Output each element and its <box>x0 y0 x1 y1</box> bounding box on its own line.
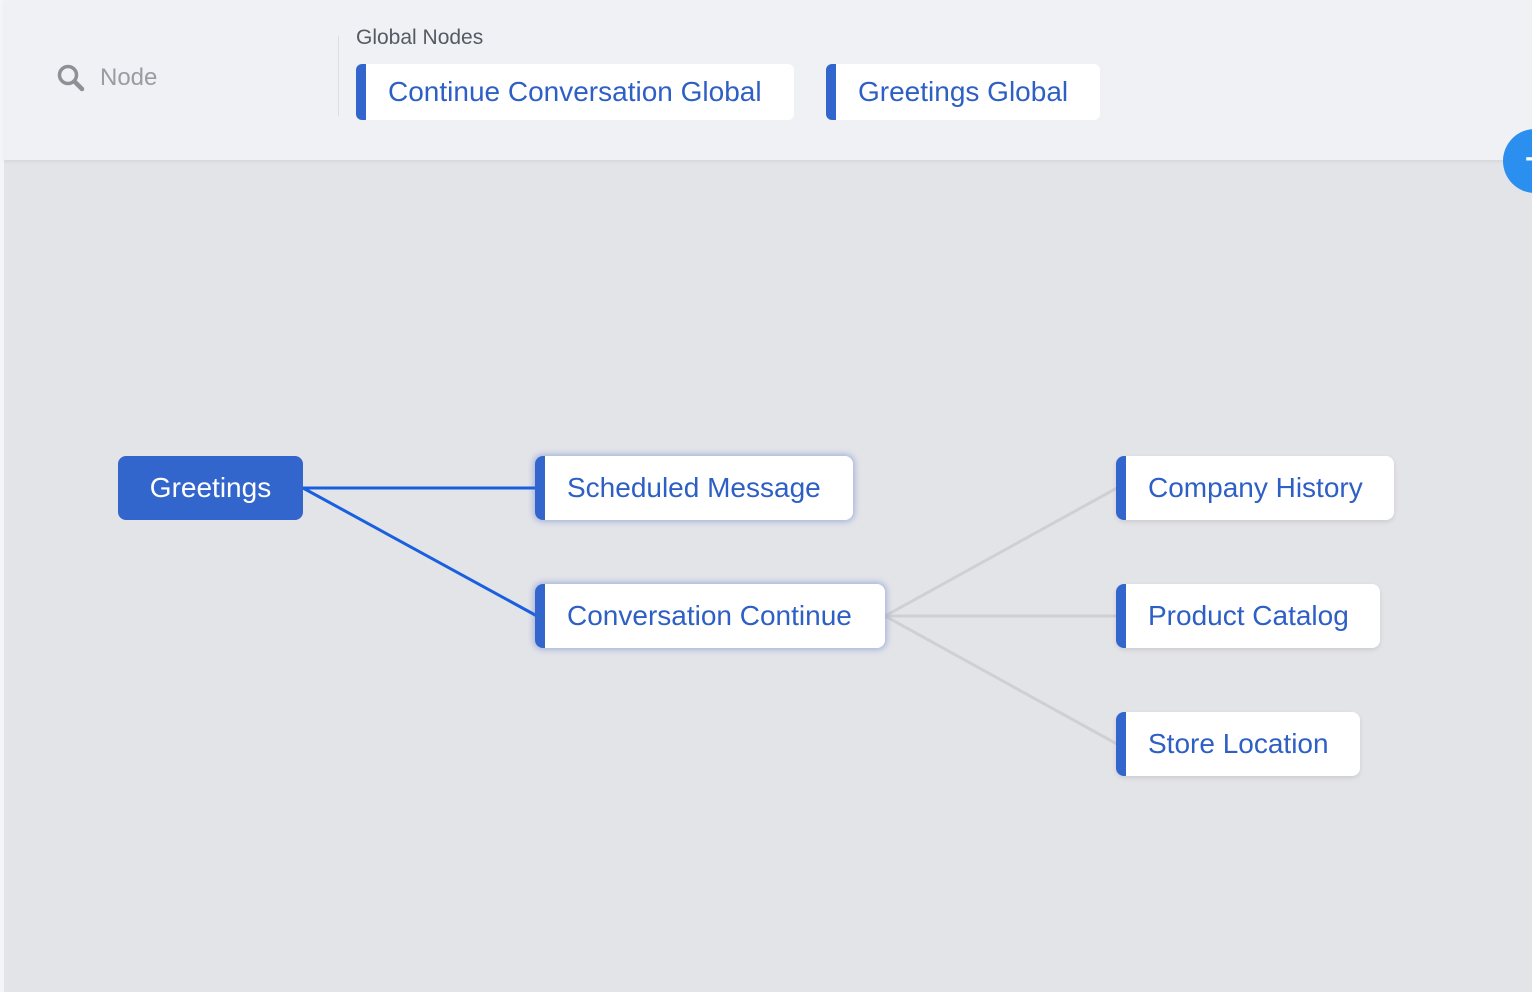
header-divider <box>338 36 339 116</box>
node-label: Greetings <box>149 472 272 503</box>
node-greetings[interactable]: Greetings <box>118 456 303 520</box>
left-border <box>0 0 4 992</box>
node-product-catalog[interactable]: Product Catalog <box>1116 584 1380 648</box>
node-conversation-continue[interactable]: Conversation Continue <box>535 584 885 648</box>
search-icon <box>56 63 86 93</box>
edge-conversation-store <box>884 614 1118 746</box>
edge-conversation-company <box>884 486 1118 618</box>
node-label: Conversation Continue <box>567 600 852 631</box>
edge-greetings-conversation <box>302 486 538 618</box>
global-node-label: Continue Conversation Global <box>388 76 762 107</box>
node-label: Product Catalog <box>1148 600 1349 631</box>
node-label: Company History <box>1148 472 1363 503</box>
node-label: Store Location <box>1148 728 1329 759</box>
node-search[interactable] <box>56 60 300 96</box>
node-store-location[interactable]: Store Location <box>1116 712 1360 776</box>
node-company-history[interactable]: Company History <box>1116 456 1394 520</box>
global-node-label: Greetings Global <box>858 76 1069 107</box>
global-nodes-label: Global Nodes <box>356 26 484 49</box>
node-scheduled-message[interactable]: Scheduled Message <box>535 456 853 520</box>
search-input[interactable] <box>100 64 300 92</box>
global-node-greetings[interactable]: Greetings Global <box>826 64 1100 120</box>
global-node-continue-conversation[interactable]: Continue Conversation Global <box>356 64 794 120</box>
node-label: Scheduled Message <box>567 472 821 503</box>
plus-icon: + <box>1525 143 1532 177</box>
